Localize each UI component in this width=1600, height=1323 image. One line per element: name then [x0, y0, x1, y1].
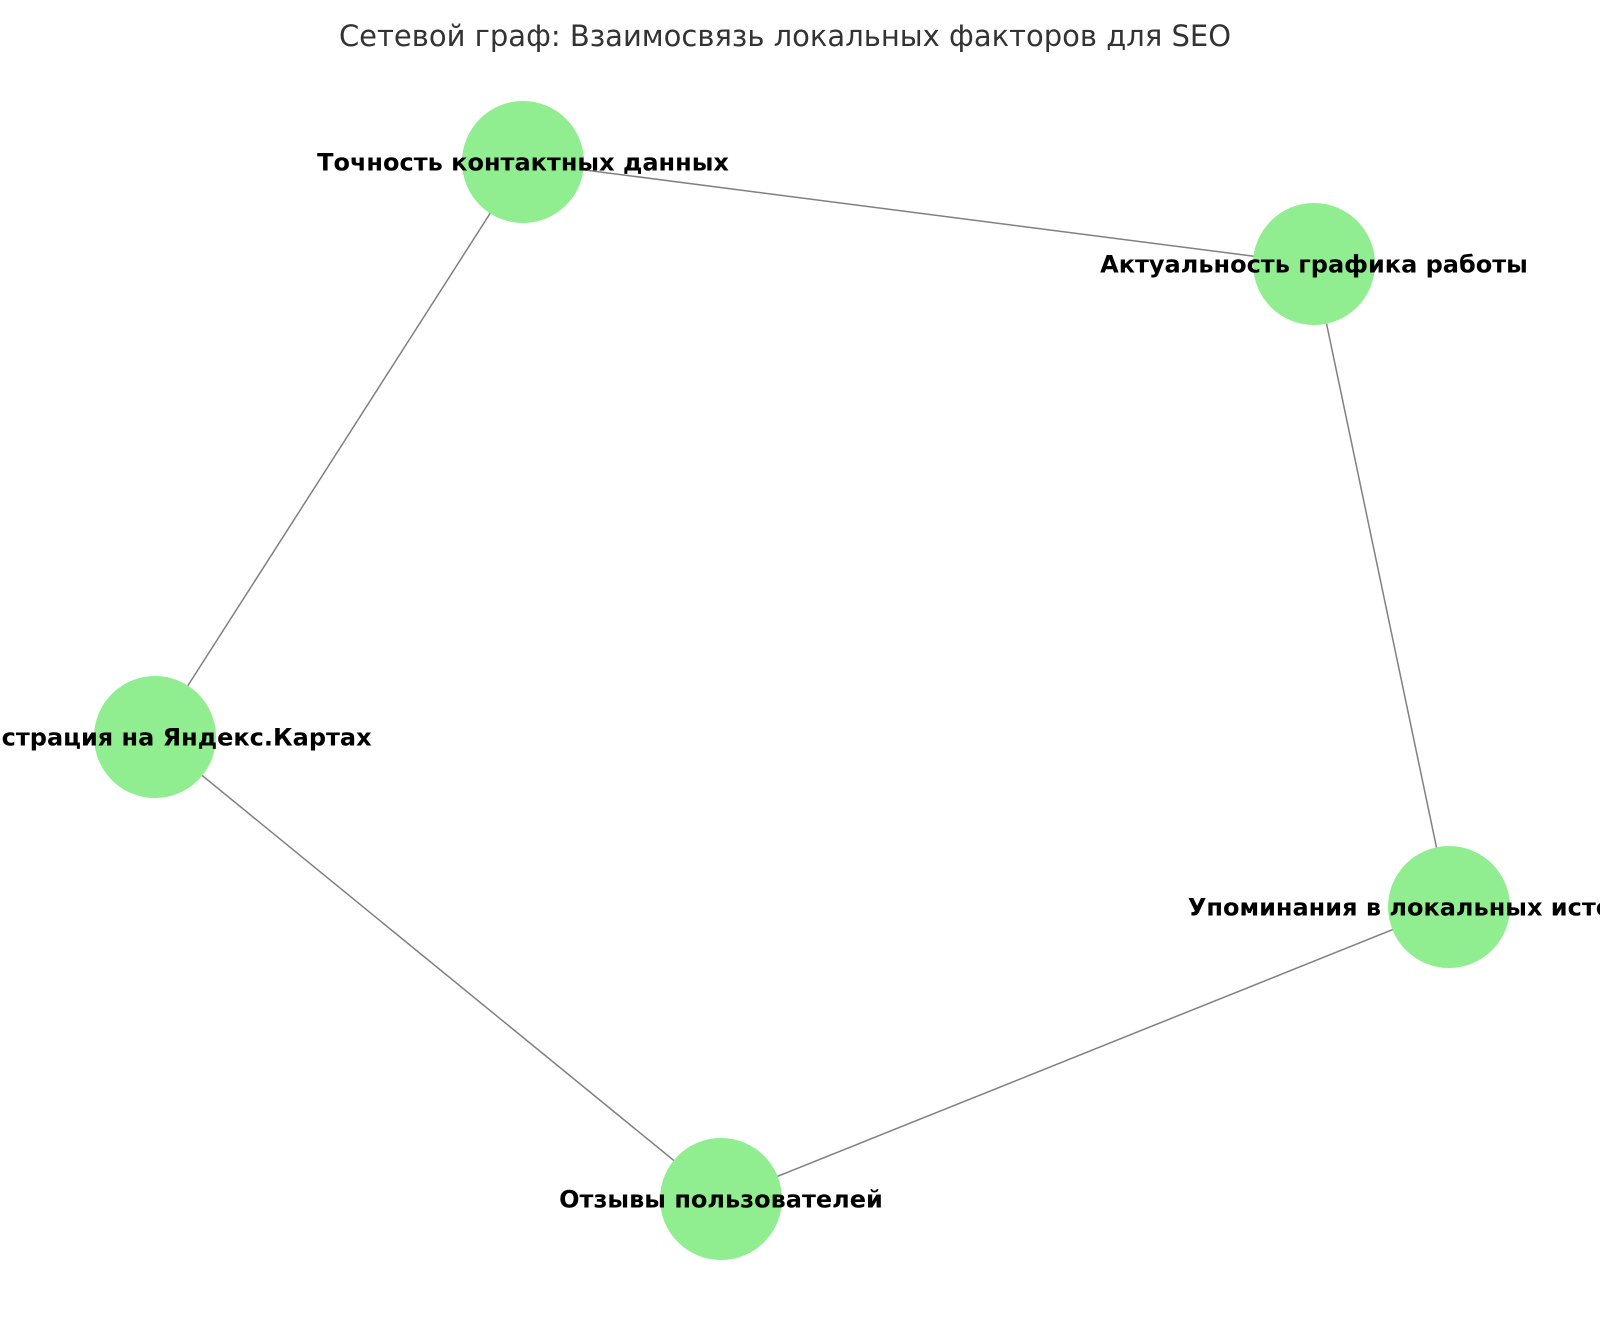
- graph-edge: [522, 161, 1315, 265]
- graph-node-registraciya-na-yandeks-kartah: [94, 676, 216, 798]
- graph-node-otzyvy-polzovatelej: [660, 1138, 782, 1260]
- node-label-otzyvy-polzovatelej: Отзывы пользователей: [559, 1185, 883, 1213]
- node-label-registraciya-na-yandeks-kartah: Регистрация на Яндекс.Картах: [0, 723, 372, 751]
- graph-edge: [720, 906, 1450, 1200]
- nodes-layer: [94, 101, 1510, 1260]
- node-label-tochnost-kontaktnyh-dannyh: Точность контактных данных: [317, 148, 729, 176]
- graph-node-upominaniya-v-lokalnyh-istochnikah: [1388, 846, 1510, 968]
- chart-title: Сетевой граф: Взаимосвязь локальных факт…: [339, 19, 1231, 53]
- node-label-aktualnost-grafika-raboty: Актуальность графика работы: [1100, 250, 1528, 278]
- graph-edge: [154, 736, 722, 1200]
- graph-edge: [1313, 263, 1450, 908]
- graph-edge: [154, 161, 524, 738]
- node-label-upominaniya-v-lokalnyh-istochnikah: Упоминания в локальных источниках: [1188, 893, 1600, 921]
- graph-node-tochnost-kontaktnyh-dannyh: [462, 101, 584, 223]
- edges-layer: [154, 161, 1450, 1200]
- graph-node-aktualnost-grafika-raboty: [1253, 203, 1375, 325]
